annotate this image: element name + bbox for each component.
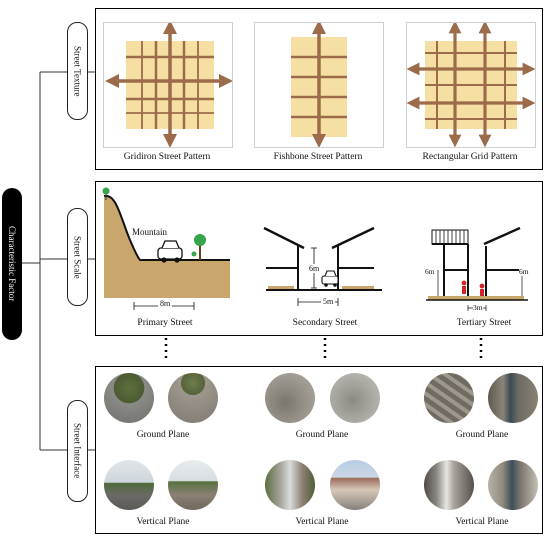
mountain-label: Mountain bbox=[132, 227, 167, 237]
secondary-vertical-photo-1 bbox=[265, 460, 315, 510]
primary-ground-photo-2 bbox=[168, 373, 218, 423]
primary-vertical-photo-2 bbox=[168, 460, 218, 510]
street-texture-label: Street Texture bbox=[72, 45, 83, 97]
tertiary-vertical-photo-1 bbox=[424, 460, 474, 510]
person-icon bbox=[461, 280, 485, 296]
fishbone-pattern-diagram bbox=[291, 23, 347, 147]
tertiary-vertical-photo-2 bbox=[488, 460, 538, 510]
fishbone-pattern-label: Fishbone Street Pattern bbox=[273, 152, 363, 162]
rectangular-pattern-card bbox=[406, 22, 536, 148]
secondary-width-label: 5m bbox=[321, 297, 336, 306]
characteristic-factor-pill: Characteristic Factor bbox=[2, 188, 22, 340]
secondary-street-label: Secondary Street bbox=[292, 318, 358, 328]
secondary-ground-label: Ground Plane bbox=[295, 430, 349, 440]
gridiron-pattern-diagram bbox=[105, 23, 232, 147]
small-tree-crown bbox=[102, 187, 110, 195]
car-icon bbox=[321, 270, 339, 287]
car-icon bbox=[157, 240, 183, 263]
primary-street-diagram bbox=[102, 187, 230, 310]
tertiary-height-left-label: 6m bbox=[425, 267, 435, 276]
primary-vertical-label: Vertical Plane bbox=[136, 517, 190, 527]
street-texture-pill: Street Texture bbox=[67, 22, 88, 120]
secondary-vertical-label: Vertical Plane bbox=[295, 517, 349, 527]
street-scale-label: Street Scale bbox=[72, 235, 83, 279]
primary-vertical-photo-1 bbox=[104, 460, 154, 510]
tertiary-width-label: 3m bbox=[473, 303, 483, 312]
secondary-height-label: 6m bbox=[309, 264, 320, 273]
tertiary-street-diagram bbox=[426, 226, 528, 311]
gridiron-pattern-card bbox=[103, 22, 233, 148]
tertiary-vertical-label: Vertical Plane bbox=[455, 517, 509, 527]
street-interface-panel bbox=[95, 366, 543, 534]
street-interface-pill: Street Interface bbox=[67, 400, 88, 502]
rectangular-pattern-label: Rectangular Grid Pattern bbox=[422, 152, 518, 162]
tree-icon bbox=[191, 234, 206, 260]
primary-ground-photo-1 bbox=[104, 373, 154, 423]
characteristic-factor-label: Characteristic Factor bbox=[7, 226, 17, 302]
street-scale-pill: Street Scale bbox=[67, 208, 88, 306]
tertiary-ground-photo-1 bbox=[424, 373, 474, 423]
primary-street-label: Primary Street bbox=[137, 318, 193, 328]
secondary-ground-photo-1 bbox=[265, 373, 315, 423]
tertiary-ground-photo-2 bbox=[488, 373, 538, 423]
fishbone-pattern-card bbox=[254, 22, 384, 148]
tertiary-street-label: Tertiary Street bbox=[456, 318, 512, 328]
tertiary-height-right-label: 6m bbox=[519, 267, 529, 276]
secondary-vertical-photo-2 bbox=[330, 460, 380, 510]
primary-ground-label: Ground Plane bbox=[136, 430, 190, 440]
secondary-street-diagram bbox=[263, 226, 382, 306]
gridiron-pattern-label: Gridiron Street Pattern bbox=[123, 152, 211, 162]
tertiary-ground-label: Ground Plane bbox=[455, 430, 509, 440]
secondary-ground-photo-2 bbox=[330, 373, 380, 423]
street-interface-label: Street Interface bbox=[72, 423, 83, 479]
rectangular-pattern-diagram bbox=[407, 23, 535, 147]
primary-width-label: 8m bbox=[158, 299, 173, 308]
